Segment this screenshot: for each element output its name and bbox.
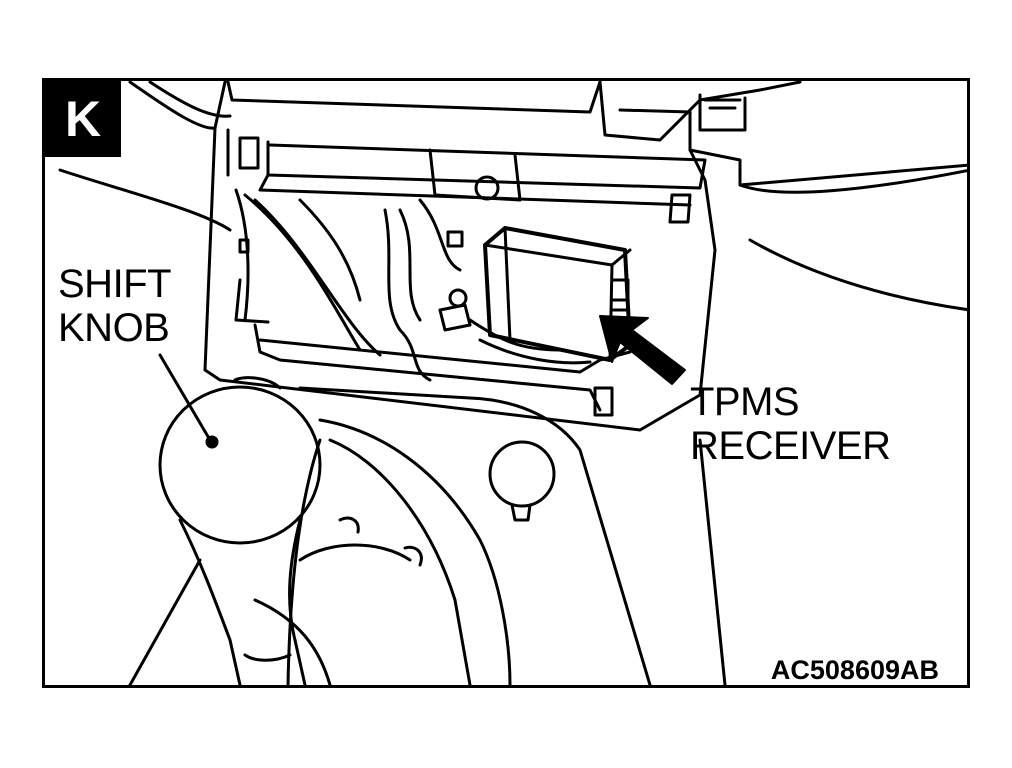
tpms-receiver-callout-line1: TPMS <box>690 380 800 424</box>
shift-knob-callout-line1: SHIFT <box>58 262 172 306</box>
receiver-arrow <box>599 315 686 385</box>
figure-code: AC508609AB <box>770 655 939 685</box>
console-bezel <box>203 126 717 432</box>
shift-knob-leader-dot <box>205 435 219 449</box>
tpms-receiver-callout-line2: RECEIVER <box>690 424 891 468</box>
wiring-harness <box>234 188 592 382</box>
panel-letter-badge: K <box>45 81 121 157</box>
shift-knob-leader <box>158 353 212 442</box>
shift-knob-callout: SHIFT KNOB <box>58 262 172 350</box>
shift-knob-drawing <box>158 385 322 685</box>
lower-console <box>128 376 727 685</box>
dashboard-outline <box>58 81 967 312</box>
tpms-receiver-callout: TPMS RECEIVER <box>690 380 891 468</box>
shift-knob-callout-line2: KNOB <box>58 306 170 350</box>
